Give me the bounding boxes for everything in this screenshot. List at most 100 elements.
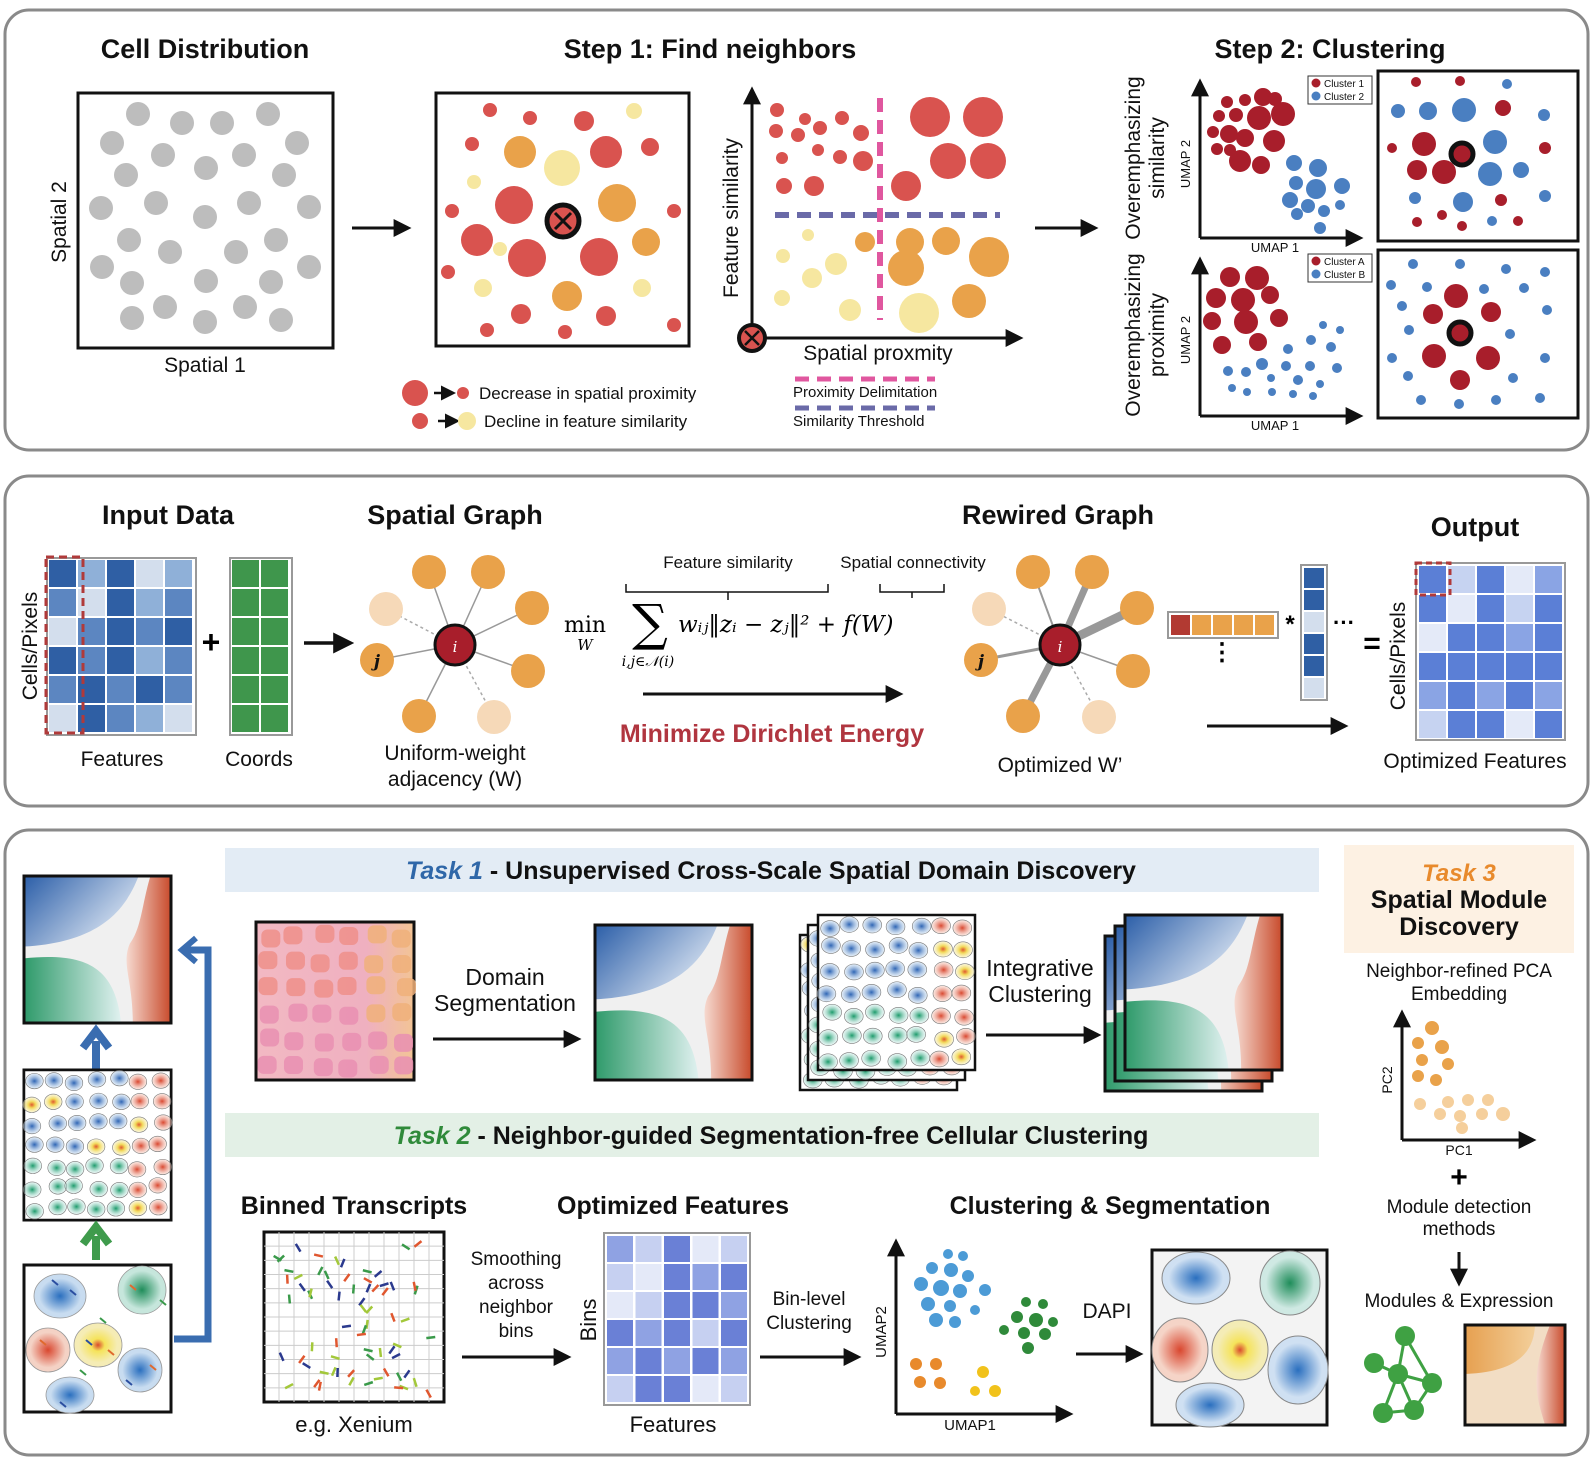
umap-point-red bbox=[1224, 144, 1236, 156]
pca-light-point bbox=[1434, 1108, 1446, 1120]
scatter-point bbox=[833, 150, 847, 164]
output-cell bbox=[1448, 653, 1475, 680]
spatial-point bbox=[1487, 216, 1497, 226]
umap-point-red bbox=[1220, 267, 1240, 287]
pca-light-point bbox=[1476, 1108, 1488, 1120]
feature-cell bbox=[49, 618, 76, 645]
neighbor-cell bbox=[580, 238, 618, 276]
tissue-cell bbox=[283, 926, 303, 945]
coord-cell bbox=[232, 589, 259, 616]
module-node bbox=[1373, 1403, 1393, 1423]
cell-blob bbox=[821, 937, 841, 954]
umap-orange-point bbox=[914, 1376, 926, 1388]
umap-blue-point bbox=[962, 1270, 974, 1282]
col-vector-cell bbox=[1304, 590, 1324, 610]
feature-cell bbox=[49, 589, 76, 616]
spatial-point bbox=[1535, 393, 1545, 403]
umap-point-blue bbox=[1267, 374, 1275, 382]
output-matrix bbox=[1415, 562, 1566, 741]
gray-cell bbox=[100, 131, 124, 155]
transcript-mark bbox=[159, 1299, 167, 1306]
cell-blob bbox=[844, 1007, 864, 1025]
cell-blob bbox=[47, 1159, 66, 1176]
cell-blob bbox=[952, 919, 973, 937]
spatial-point bbox=[1422, 344, 1446, 368]
umap-point-blue bbox=[1334, 178, 1350, 194]
transcript-bar bbox=[308, 1288, 313, 1298]
legend-decline-text: Decline in feature similarity bbox=[484, 412, 688, 431]
transcript-bar bbox=[413, 1240, 423, 1248]
cell-blob bbox=[128, 1073, 148, 1090]
module-orange bbox=[1465, 1325, 1535, 1374]
transcript-bar bbox=[337, 1291, 341, 1301]
umap-orange-point bbox=[934, 1377, 946, 1389]
umap-similarity: Cluster 1 Cluster 2 UMAP 1 UMAP 2 bbox=[1178, 75, 1373, 255]
cell-blob bbox=[48, 1199, 67, 1216]
transcript-spot bbox=[78, 1327, 118, 1363]
module-expression-map bbox=[1463, 1323, 1567, 1427]
pc2-label: PC2 bbox=[1379, 1066, 1395, 1093]
feature-cell bbox=[136, 705, 163, 732]
cell-blob bbox=[931, 1007, 951, 1025]
umap2-label-bottom: UMAP 2 bbox=[1178, 316, 1193, 364]
scatter-point bbox=[896, 228, 924, 256]
task2-banner bbox=[225, 1113, 1319, 1157]
sum-sub-text: i,j∈𝒩(i) bbox=[622, 654, 674, 670]
legend-cluster2: Cluster 2 bbox=[1324, 92, 1364, 103]
cell-blob bbox=[909, 1007, 930, 1024]
umap-point-blue bbox=[1289, 390, 1297, 398]
row2-label-line1: Overemphasizing bbox=[1122, 253, 1145, 416]
umap-blue-point bbox=[943, 1249, 953, 1259]
spatial-point bbox=[1495, 100, 1511, 116]
focus-cell bbox=[1448, 140, 1476, 168]
row-vector-cell bbox=[1213, 615, 1232, 635]
scatter-point bbox=[812, 144, 824, 156]
coord-cell bbox=[261, 705, 288, 732]
umap-point-blue bbox=[1291, 208, 1303, 220]
coords-label: Coords bbox=[225, 748, 293, 771]
pca-dark-point bbox=[1416, 1054, 1428, 1066]
opt-cell bbox=[607, 1376, 633, 1402]
dapi-label: DAPI bbox=[1082, 1300, 1131, 1323]
cell-blob bbox=[109, 1158, 129, 1175]
transcript-bar bbox=[381, 1287, 389, 1296]
rewired-graph-title: Rewired Graph bbox=[962, 500, 1154, 530]
pc1-label: PC1 bbox=[1445, 1142, 1472, 1158]
gray-cell bbox=[269, 308, 293, 332]
panel-c-frame bbox=[3, 828, 1590, 1457]
graph-node bbox=[471, 555, 505, 589]
gray-cell bbox=[90, 255, 114, 279]
cell-blob bbox=[887, 1053, 908, 1070]
umap-green-point bbox=[1018, 1327, 1030, 1339]
cell-blob bbox=[22, 1118, 42, 1135]
tissue-cell bbox=[315, 924, 335, 943]
cell-blob bbox=[25, 1203, 44, 1220]
output-cell bbox=[1506, 711, 1533, 738]
scatter-point bbox=[774, 290, 790, 306]
spatial-point bbox=[1408, 259, 1418, 269]
umap-blue-point bbox=[933, 1280, 949, 1296]
gray-cell bbox=[114, 163, 138, 187]
spatial-point bbox=[1409, 192, 1421, 204]
tissue-cell bbox=[284, 1032, 304, 1051]
neighbor-cell bbox=[504, 136, 536, 168]
cell-blob bbox=[110, 1182, 129, 1199]
feature-cell bbox=[136, 618, 163, 645]
tissue-cell bbox=[342, 1032, 362, 1051]
cell-blob bbox=[934, 1030, 954, 1048]
neighbor-cell bbox=[544, 150, 580, 186]
scatter-point bbox=[855, 232, 875, 252]
minimize-text: Minimize Dirichlet Energy bbox=[620, 720, 924, 748]
bins-label: Bins bbox=[576, 1299, 601, 1342]
output-cell bbox=[1448, 595, 1475, 622]
gray-cell bbox=[193, 205, 217, 229]
scatter-point bbox=[776, 178, 792, 194]
tissue-cell bbox=[338, 1059, 358, 1078]
spatial-point bbox=[1411, 77, 1421, 87]
cell-blob bbox=[841, 986, 861, 1003]
module-node bbox=[1364, 1353, 1384, 1373]
output-cell bbox=[1477, 682, 1504, 709]
module-network bbox=[1364, 1326, 1442, 1423]
coord-cell bbox=[232, 705, 259, 732]
